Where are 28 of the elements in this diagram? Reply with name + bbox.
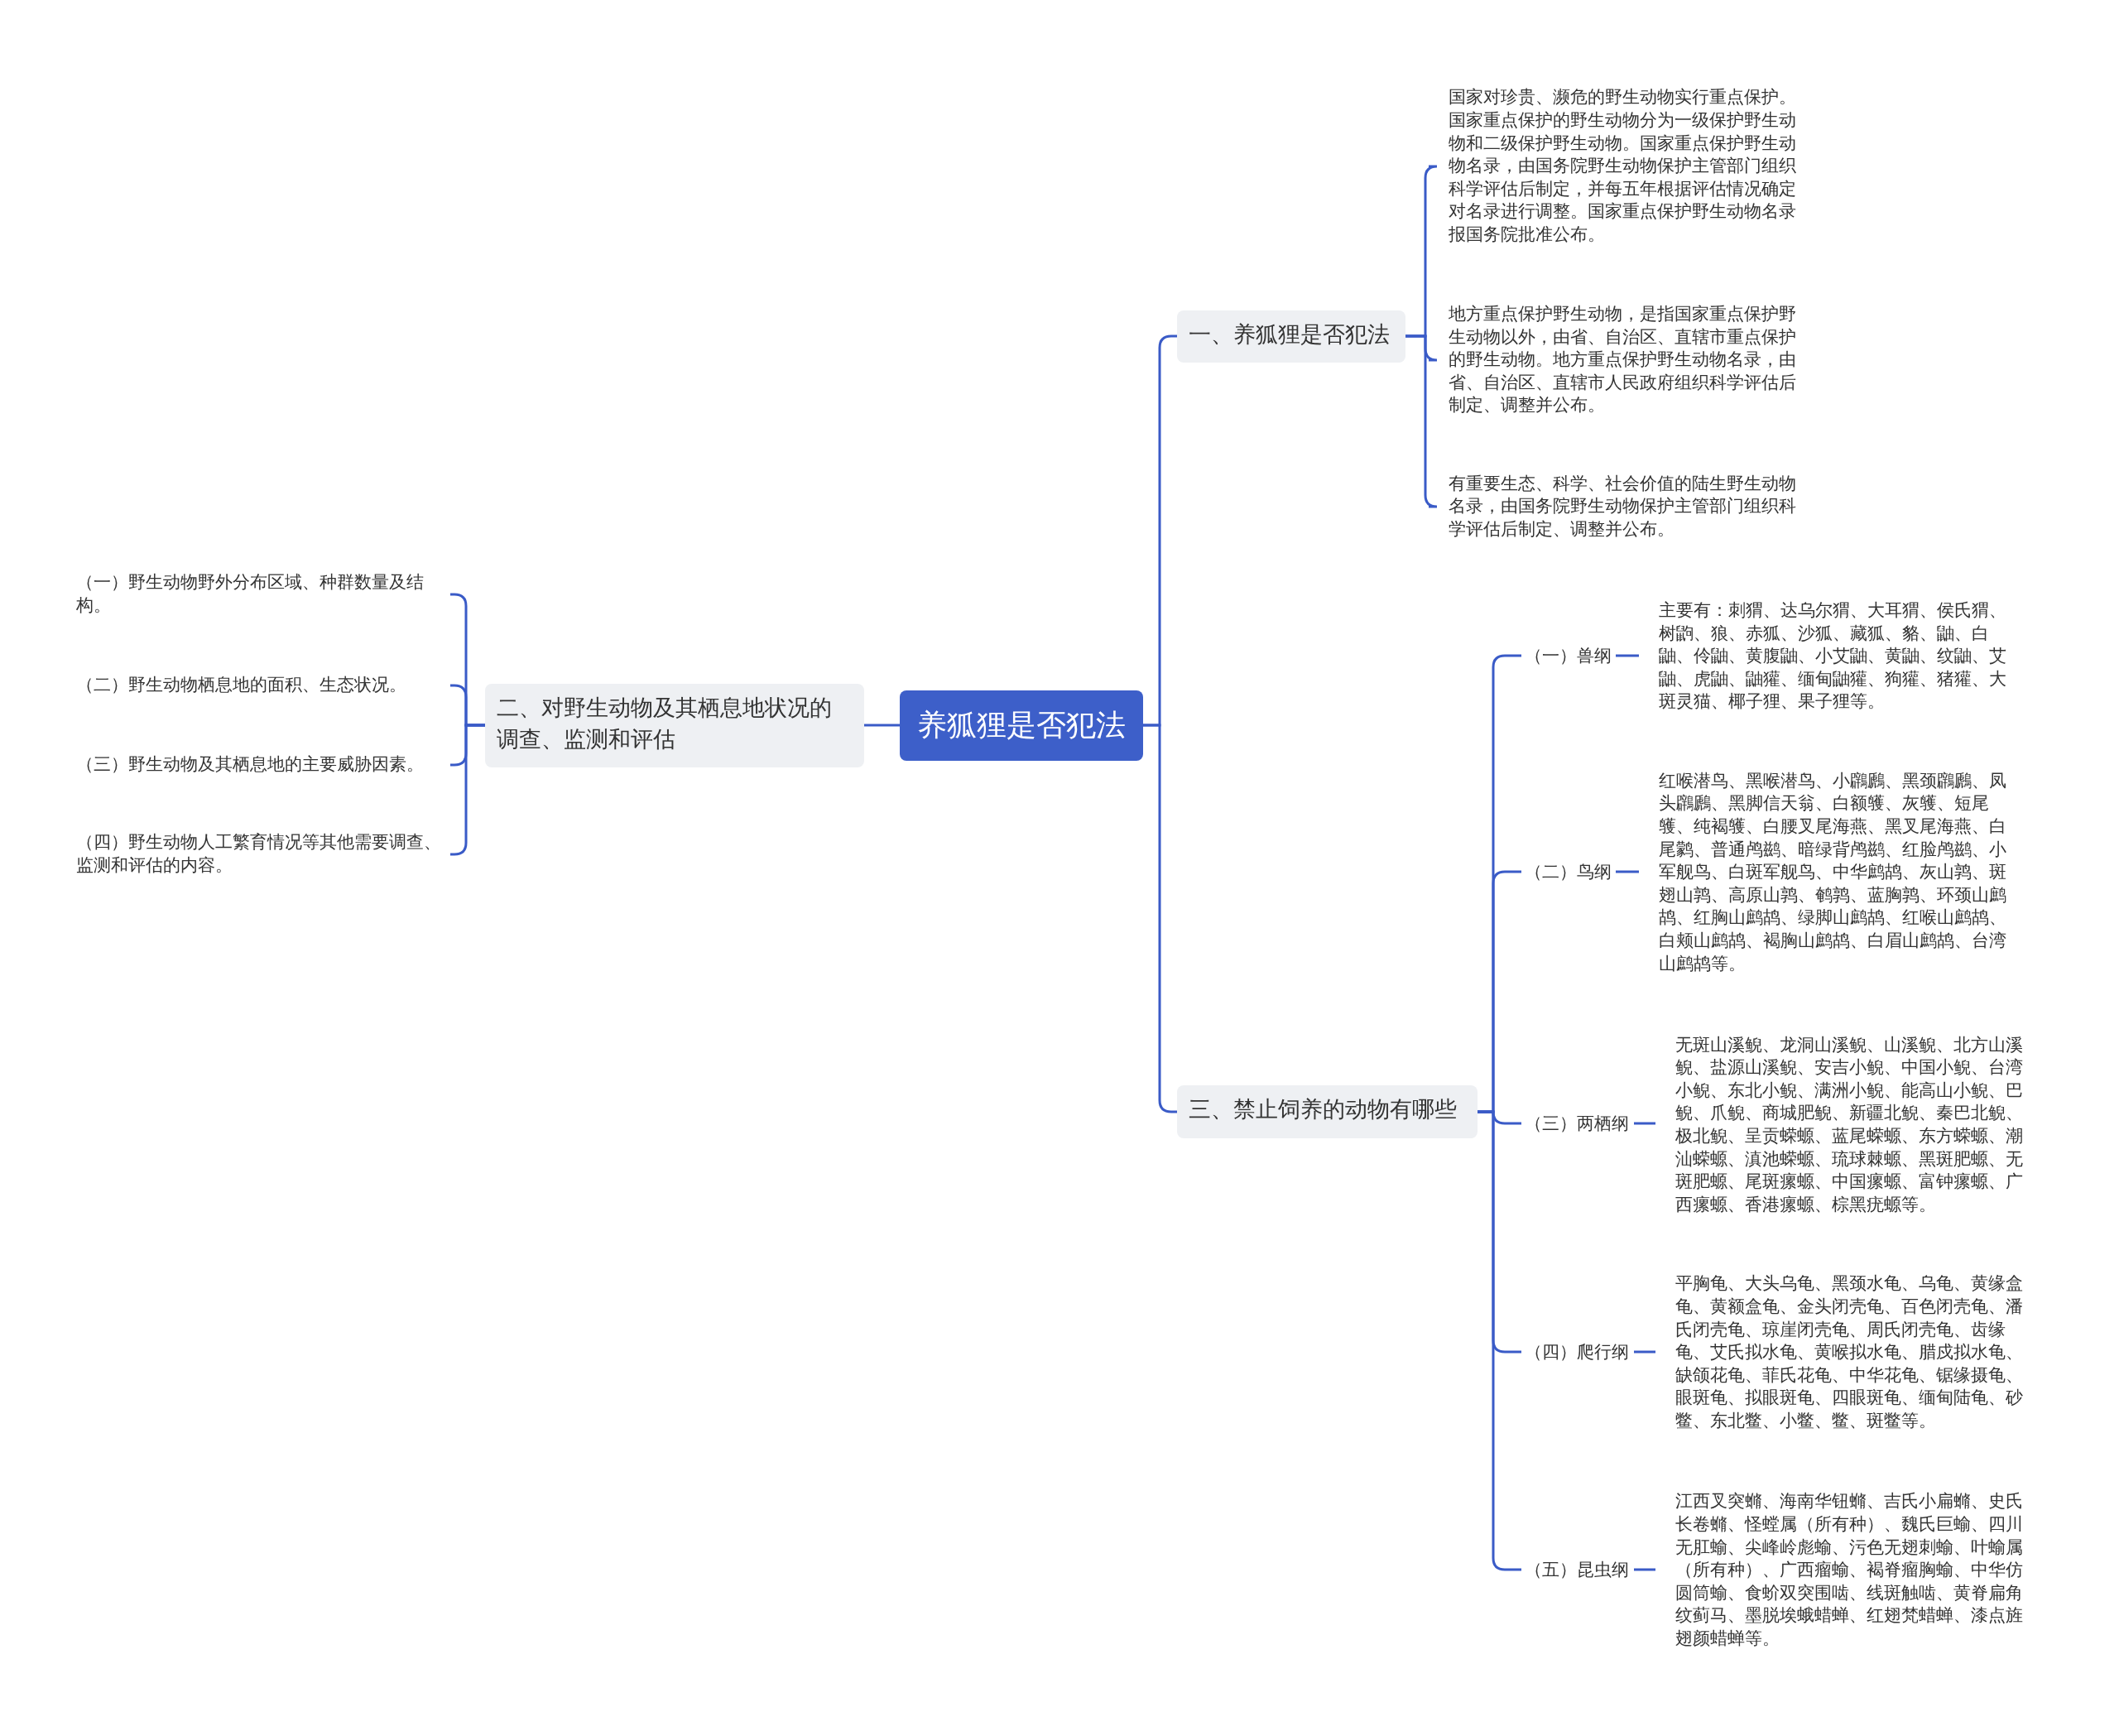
note-text: 地方重点保护野生动物，是指国家重点保护野生动物以外，由省、自治区、直辖市重点保护的野生动物。地方重点保护野生动物名录，由省、自治区、直辖市人民政府组织科学评估后制定、调整并公布。: [1429, 303, 1801, 417]
note-text: （一）野生动物野外分布区域、种群数量及结构。: [76, 571, 450, 618]
subtopic-text: （二）鸟纲: [1521, 860, 1616, 883]
note-text: 有重要生态、科学、社会价值的陆生野生动物名录，由国务院野生动物保护主管部门组织科学评估后制定、调整并公布。: [1429, 472, 1801, 541]
note-text: （二）野生动物栖息地的面积、生态状况。: [76, 674, 450, 697]
note-text: 江西叉突䗛、海南华钮䗛、吉氏小扁䗛、史氏长卷䗛、怪螳属（所有种）、魏氏巨蝓、四川无肛蝓、尖峰岭彪蝓、污色无翅刺蝓、叶蝓属（所有种）、广西瘤蝓、褐脊瘤胸蝓、中华仿圆筒蝓、食蚧双突围啮、线斑触啮、黄脊扁角纹蓟马、墨脱埃蛾蜡蝉、红翅梵蜡蝉、漆点旌翅颜蜡蝉等。: [1655, 1490, 2038, 1651]
topic-box: 一、养狐狸是否犯法: [1177, 310, 1405, 363]
note-text: 国家对珍贵、濒危的野生动物实行重点保护。国家重点保护的野生动物分为一级保护野生动物和二级保护野生动物。国家重点保护野生动物名录，由国务院野生动物保护主管部门组织科学评估后制定，并每五年根据评估情况确定对名录进行调整。国家重点保护野生动物名录报国务院批准公布。: [1429, 86, 1801, 247]
connector-line: [1634, 1350, 1655, 1354]
connector-line: [1634, 1568, 1655, 1571]
subtopic-text: （三）两栖纲: [1521, 1112, 1634, 1135]
subtopic-text: （五）昆虫纲: [1521, 1558, 1634, 1581]
connector-line: [1634, 1122, 1655, 1125]
subtopic-text: （一）兽纲: [1521, 644, 1616, 667]
note-text: （四）野生动物人工繁育情况等其他需要调查、监测和评估的内容。: [76, 831, 450, 878]
connector-line: [1143, 724, 1177, 1113]
note-text: 主要有：刺猬、达乌尔猬、大耳猬、侯氏猬、树鼩、狼、赤狐、沙狐、藏狐、貉、鼬、白鼬、伶鼬、黄腹鼬、小艾鼬、黄鼬、纹鼬、艾鼬、虎鼬、鼬獾、缅甸鼬獾、狗獾、猪獾、大斑灵猫、椰子狸、果子狸等。: [1639, 599, 2021, 714]
note-text: 红喉潜鸟、黑喉潜鸟、小鸊鷉、黑颈鸊鷉、凤头鸊鷉、黑脚信天翁、白额鹱、灰鹱、短尾鹱、纯褐鹱、白腰叉尾海燕、黑叉尾海燕、白尾鹲、普通鸬鹚、暗绿背鸬鹚、红脸鸬鹚、小军舰鸟、白斑军舰鸟、中华鹧鸪、灰山鹑、斑翅山鹑、高原山鹑、鹌鹑、蓝胸鹑、环颈山鹧鸪、红胸山鹧鸪、绿脚山鹧鸪、红喉山鹧鸪、白颊山鹧鸪、褐胸山鹧鸪、白眉山鹧鸪、台湾山鹧鸪等。: [1639, 769, 2021, 976]
topic-box: 二、对野生动物及其栖息地状况的调查、监测和评估: [485, 683, 864, 767]
subtopic-text: （四）爬行纲: [1521, 1340, 1634, 1363]
connector-line: [1616, 654, 1639, 657]
connector-line: [864, 724, 900, 727]
central-topic-box: 养狐狸是否犯法: [900, 690, 1143, 761]
connector-line: [1616, 870, 1639, 873]
topic-box: 三、禁止饲养的动物有哪些: [1177, 1085, 1478, 1138]
note-text: 平胸龟、大头乌龟、黑颈水龟、乌龟、黄缘盒龟、黄额盒龟、金头闭壳龟、百色闭壳龟、潘氏闭壳龟、琼崖闭壳龟、周氏闭壳龟、齿缘龟、艾氏拟水龟、黄喉拟水龟、腊戍拟水龟、缺颌花龟、菲氏花龟、中华花龟、锯缘摄龟、眼斑龟、拟眼斑龟、四眼斑龟、缅甸陆龟、砂鳖、东北鳖、小鳖、鳖、斑鳖等。: [1655, 1272, 2038, 1433]
note-text: （三）野生动物及其栖息地的主要威胁因素。: [76, 753, 450, 777]
note-text: 无斑山溪鲵、龙洞山溪鲵、山溪鲵、北方山溪鲵、盐源山溪鲵、安吉小鲵、中国小鲵、台湾小鲵、东北小鲵、满洲小鲵、能高山小鲵、巴鲵、爪鲵、商城肥鲵、新疆北鲵、秦巴北鲵、极北鲵、呈贡蝾螈、蓝尾蝾螈、东方蝾螈、潮汕蝾螈、滇池蝾螈、琉球棘螈、黑斑肥螈、无斑肥螈、尾斑瘰螈、中国瘰螈、富钟瘰螈、广西瘰螈、香港瘰螈、棕黑疣螈等。: [1655, 1033, 2038, 1217]
